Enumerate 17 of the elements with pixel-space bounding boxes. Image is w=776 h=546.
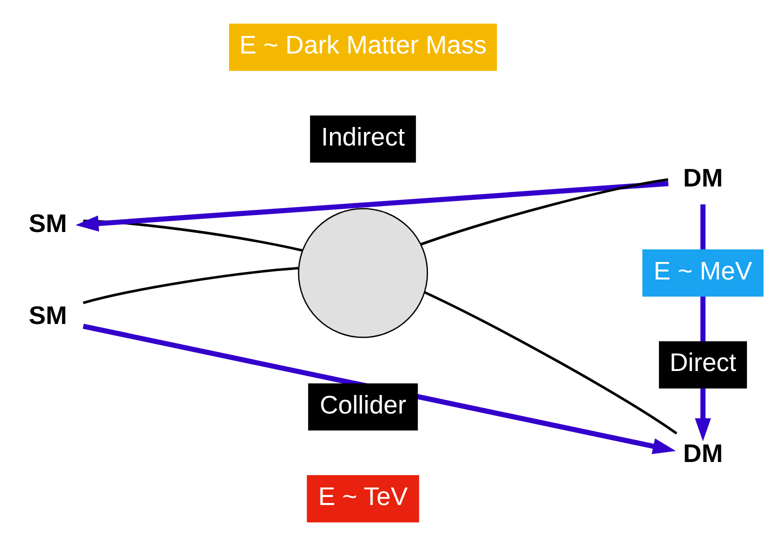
connector: [82, 266, 298, 304]
arrow: [75, 181, 668, 232]
node-text: SM: [28, 302, 67, 330]
label: E ~ TeV: [318, 483, 408, 512]
connector: [424, 291, 677, 435]
label: Collider: [319, 391, 406, 420]
node-text: DM: [682, 440, 722, 468]
connector: [82, 220, 302, 252]
label: E ~ Dark Matter Mass: [238, 32, 486, 60]
node-circle: [297, 208, 428, 338]
label: Direct: [669, 349, 736, 378]
node-text: SM: [28, 210, 67, 238]
node-text: DM: [682, 164, 722, 192]
connector: [420, 178, 668, 246]
arrow: [82, 324, 676, 454]
label: E ~ MeV: [653, 257, 752, 286]
label: Indirect: [320, 123, 404, 152]
